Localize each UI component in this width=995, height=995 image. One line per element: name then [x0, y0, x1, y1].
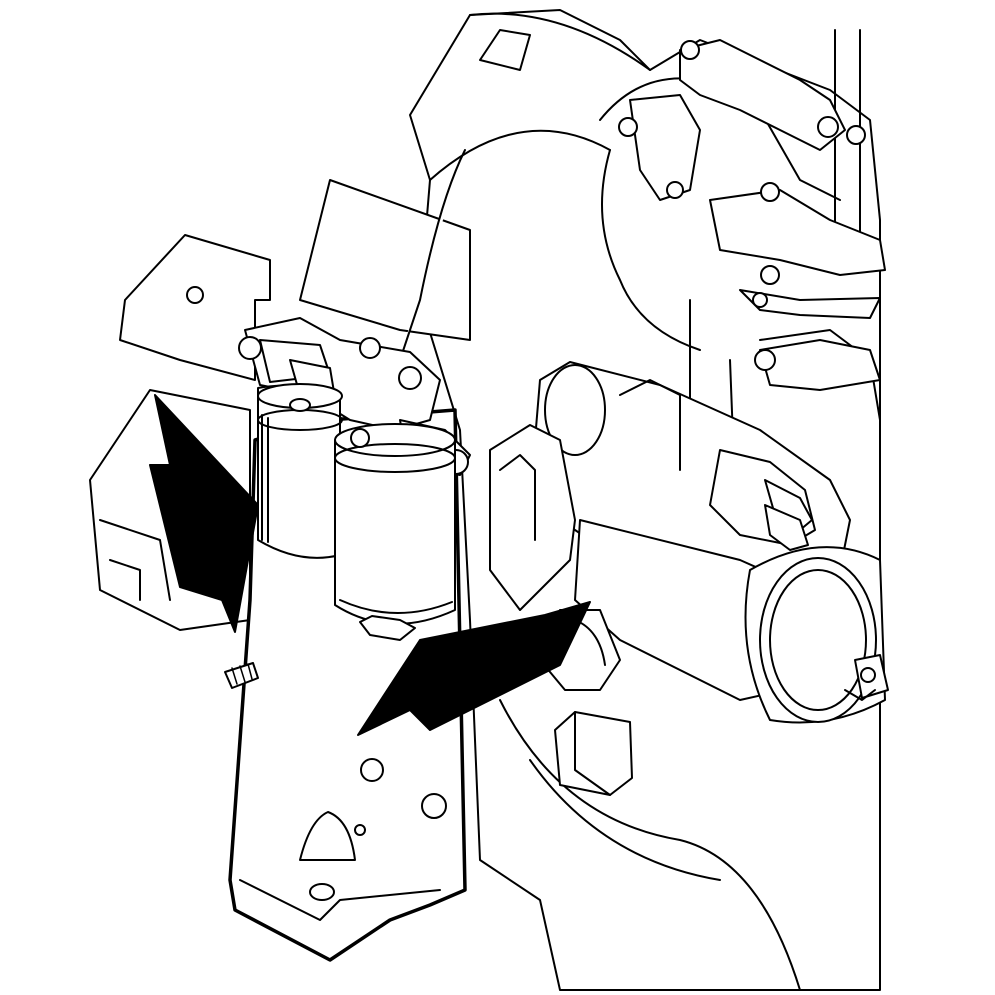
arrow-icon	[357, 601, 591, 736]
callout-arrow-secondary	[357, 601, 591, 736]
engine-lower-block	[554, 711, 633, 796]
secondary-fuel-filter	[334, 423, 456, 641]
arrow-icon	[149, 394, 259, 633]
starter-motor	[534, 361, 889, 724]
mounting-stud	[224, 662, 259, 689]
primary-fuel-filter	[257, 383, 343, 559]
callout-arrow-primary	[149, 394, 259, 633]
upper-manifold	[618, 39, 886, 391]
